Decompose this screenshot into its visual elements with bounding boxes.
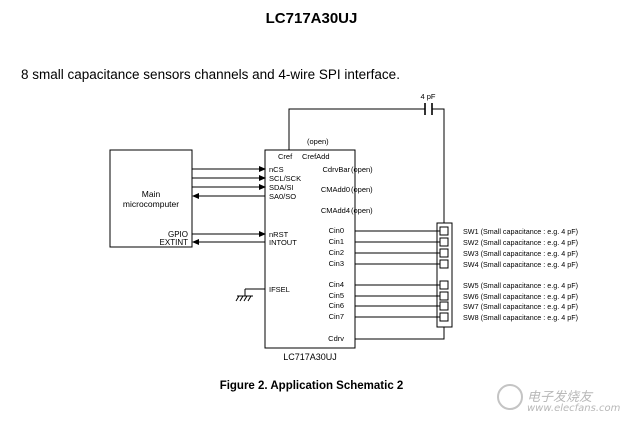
pin-cin4: Cin4 xyxy=(329,280,344,289)
microcomputer-label-line1: Main xyxy=(142,189,161,199)
switch-label-sw3: SW3 (Small capacitance : e.g. 4 pF) xyxy=(463,249,578,258)
pin-ncs: nCS xyxy=(269,165,284,174)
switch-label-sw5: SW5 (Small capacitance : e.g. 4 pF) xyxy=(463,281,578,290)
figure-caption: Figure 2. Application Schematic 2 xyxy=(219,380,404,392)
switch-pad-sw4 xyxy=(439,259,449,269)
pin-ifsel: IFSEL xyxy=(269,285,290,294)
capacitor-4pf xyxy=(424,103,433,115)
ic-block xyxy=(264,149,356,349)
switch-pad-sw5 xyxy=(439,280,449,290)
pin-cin2: Cin2 xyxy=(329,248,344,257)
switch-pad-sw7 xyxy=(439,301,449,311)
pin-cref: Cref xyxy=(278,152,293,161)
switch-label-sw1: SW1 (Small capacitance : e.g. 4 pF) xyxy=(463,227,578,236)
switch-pad-sw2 xyxy=(439,237,449,247)
pin-intout: INTOUT xyxy=(269,238,297,247)
ground-symbol xyxy=(235,288,265,302)
capacitor-value-label: 4 pF xyxy=(420,92,435,101)
microcomputer-label-line2: microcomputer xyxy=(123,199,179,209)
pin-cin0: Cin0 xyxy=(329,226,344,235)
watermark-url: www.elecfans.com xyxy=(527,403,621,414)
description-text: 8 small capacitance sensors channels and… xyxy=(21,67,400,82)
pin-scl-sck: SCL/SCK xyxy=(269,174,301,183)
pin-cin3: Cin3 xyxy=(329,259,344,268)
switch-pads xyxy=(439,226,449,322)
pin-cdrvbar: CdrvBar xyxy=(322,165,350,174)
switch-pad-sw1 xyxy=(439,226,449,236)
pin-nrst: nRST xyxy=(269,230,289,239)
pin-cin7: Cin7 xyxy=(329,312,344,321)
open-label-1: (open) xyxy=(351,165,373,174)
switch-label-sw8: SW8 (Small capacitance : e.g. 4 pF) xyxy=(463,313,578,322)
watermark-brand: 电子发烧友 xyxy=(527,390,593,405)
pin-sa0-so: SA0/SO xyxy=(269,192,296,201)
switch-label-sw6: SW6 (Small capacitance : e.g. 4 pF) xyxy=(463,292,578,301)
pin-cin1: Cin1 xyxy=(329,237,344,246)
spi-bus-wires xyxy=(192,166,266,199)
pin-cdrv: Cdrv xyxy=(328,334,344,343)
switch-label-sw4: SW4 (Small capacitance : e.g. 4 pF) xyxy=(463,260,578,269)
ic-name: LC717A30UJ xyxy=(283,352,337,362)
switch-pad-sw6 xyxy=(439,291,449,301)
switch-label-sw7: SW7 (Small capacitance : e.g. 4 pF) xyxy=(463,302,578,311)
switch-label-sw2: SW2 (Small capacitance : e.g. 4 pF) xyxy=(463,238,578,247)
pin-cmadd0: CMAdd0 xyxy=(321,185,350,194)
open-label-2: (open) xyxy=(351,185,373,194)
switch-pad-sw8 xyxy=(439,312,449,322)
pin-crefadd: CrefAdd xyxy=(302,152,330,161)
control-wires xyxy=(192,231,266,245)
cin-wires xyxy=(355,230,440,318)
pin-cin6: Cin6 xyxy=(329,301,344,310)
extint-label: EXTINT xyxy=(160,238,189,247)
watermark-logo-icon xyxy=(497,384,523,410)
open-label-3: (open) xyxy=(351,206,373,215)
switch-pad-sw3 xyxy=(439,248,449,258)
crefadd-open-label: (open) xyxy=(307,137,329,146)
page-title: LC717A30UJ xyxy=(265,10,358,27)
gpio-label: GPIO xyxy=(168,230,188,239)
pin-cin5: Cin5 xyxy=(329,291,344,300)
pin-sda-si: SDA/SI xyxy=(269,183,294,192)
pin-cmadd4: CMAdd4 xyxy=(321,206,350,215)
